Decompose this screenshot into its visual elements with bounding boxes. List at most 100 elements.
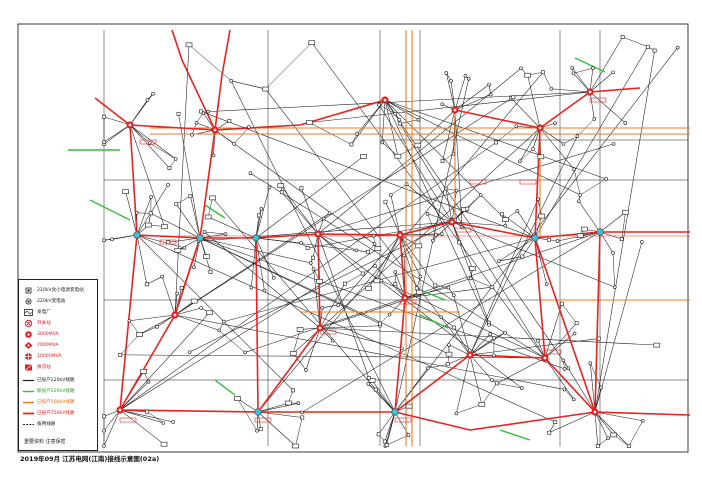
line-220kv	[371, 380, 396, 413]
line-750kv	[594, 231, 691, 416]
line-220kv	[338, 234, 401, 306]
substation-node	[487, 82, 491, 87]
legend-item: 220kV含小电源变电站	[23, 286, 84, 295]
substation-node	[520, 386, 524, 390]
substation-node	[377, 321, 382, 326]
substation-node	[433, 283, 438, 288]
line-220kv	[265, 88, 471, 356]
line-220kv	[111, 234, 138, 240]
substation-node	[366, 249, 370, 254]
line-220kv	[427, 364, 448, 369]
power-plant-node	[122, 189, 129, 194]
substation-node	[425, 211, 430, 216]
confidential-note: 重要资料 注意保密	[24, 439, 66, 445]
line-220kv	[573, 73, 591, 93]
hub-substation-core	[588, 90, 592, 94]
line-220kv	[385, 201, 401, 236]
line-new-220kv	[89, 199, 131, 221]
line-220kv	[231, 80, 266, 90]
line-220kv	[317, 233, 363, 274]
hub-substation-core	[213, 128, 217, 132]
line-220kv	[322, 304, 339, 309]
substation-node	[445, 362, 450, 367]
line-750kv	[534, 237, 596, 413]
substation-node	[596, 336, 601, 341]
converter-node	[531, 234, 539, 242]
line-220kv	[257, 411, 296, 447]
line-220kv	[381, 280, 546, 359]
substation-node	[166, 183, 170, 187]
substation-node	[255, 428, 259, 433]
substation-node	[379, 278, 384, 283]
line-220kv	[390, 183, 407, 196]
substation-node	[620, 35, 625, 39]
substation-node	[541, 70, 545, 75]
line-220kv	[129, 124, 165, 227]
line-750kv	[255, 237, 259, 413]
substation-node	[102, 428, 106, 433]
substation-node	[373, 264, 377, 268]
legend-label: 已投产220kV线路	[37, 378, 75, 383]
station-tag-box	[394, 417, 412, 423]
substation-220kv-icon	[23, 297, 34, 306]
substation-node	[452, 325, 456, 330]
hub-substation-core	[468, 353, 472, 357]
line-220kv	[136, 234, 148, 285]
substation-node	[229, 79, 234, 83]
line-220kv	[454, 75, 466, 111]
substation-node	[179, 286, 184, 290]
substation-node	[400, 346, 404, 351]
line-220kv	[255, 237, 265, 291]
line-220kv	[399, 234, 417, 289]
substation-node	[431, 238, 435, 243]
line-220kv	[519, 148, 534, 162]
legend-item: 220kV变电站	[23, 297, 65, 306]
line-750kv	[534, 87, 641, 239]
substation-node	[373, 387, 378, 392]
substation-node	[291, 388, 295, 393]
substation-node	[466, 76, 471, 81]
power-plant-node	[136, 332, 143, 337]
line-220kv	[628, 420, 643, 447]
substation-node	[444, 186, 448, 191]
substation-node	[102, 238, 106, 243]
hub-substation-core	[593, 410, 597, 414]
line-220kv	[589, 68, 594, 93]
line-220kv	[621, 212, 626, 240]
substation-node	[591, 66, 595, 70]
substation-node	[490, 378, 494, 383]
line-220kv	[406, 183, 453, 223]
power-plant-node	[365, 286, 372, 291]
line-220kv	[551, 88, 591, 93]
substation-node	[304, 368, 308, 372]
line-220kv	[120, 334, 140, 356]
substation-node	[377, 103, 381, 107]
substation-node	[547, 237, 551, 242]
legend-item: 换流站	[23, 363, 51, 372]
line-220kv	[237, 398, 258, 431]
substation-node	[652, 48, 657, 53]
substation-node	[494, 140, 498, 145]
substation-node	[478, 193, 483, 197]
substation-node	[606, 436, 610, 441]
layer-new-lines	[68, 57, 606, 441]
substation-node	[511, 95, 516, 100]
line-220kv	[381, 99, 386, 143]
line-220kv	[199, 237, 380, 324]
substation-node	[572, 331, 577, 336]
substation-node	[449, 79, 453, 83]
substation-node	[468, 276, 473, 281]
substation-node	[393, 111, 397, 116]
substation-node	[446, 285, 451, 290]
line-220kv	[309, 91, 591, 123]
power-plant-node	[204, 214, 212, 220]
legend-label: 3000MVA	[37, 332, 59, 337]
substation-node	[575, 134, 580, 138]
power-plant-node	[360, 154, 367, 159]
substation-node	[102, 414, 106, 419]
line-220kv	[146, 276, 163, 285]
line-220kv	[448, 344, 471, 356]
substation-node	[645, 44, 650, 49]
legend-label: 换流站	[37, 365, 51, 370]
